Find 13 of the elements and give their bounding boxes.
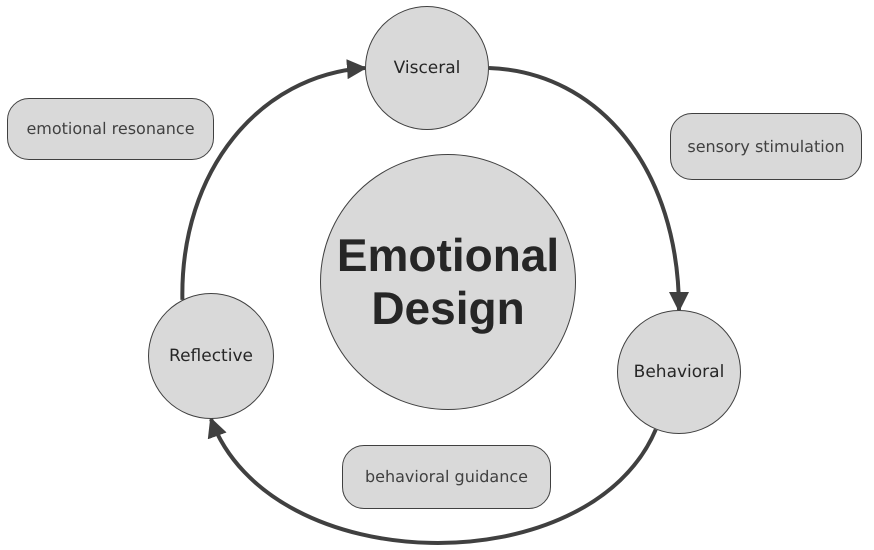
- attribute-box: [342, 445, 551, 509]
- attribute-box: [7, 98, 214, 160]
- node-label: emotional resonance: [25, 119, 196, 139]
- node-label: Reflective: [168, 346, 254, 366]
- cycle-arrow: [209, 417, 658, 545]
- node-label: Visceral: [392, 58, 462, 78]
- attribute-box: [670, 113, 862, 180]
- cycle-arrow: [180, 60, 367, 300]
- node-label: Behavioral: [632, 362, 726, 382]
- cycle-arrow: [488, 66, 688, 312]
- node-label: behavioral guidance: [364, 467, 530, 487]
- node-label: sensory stimulation: [686, 136, 846, 156]
- node-label: Emotional Design: [336, 229, 560, 335]
